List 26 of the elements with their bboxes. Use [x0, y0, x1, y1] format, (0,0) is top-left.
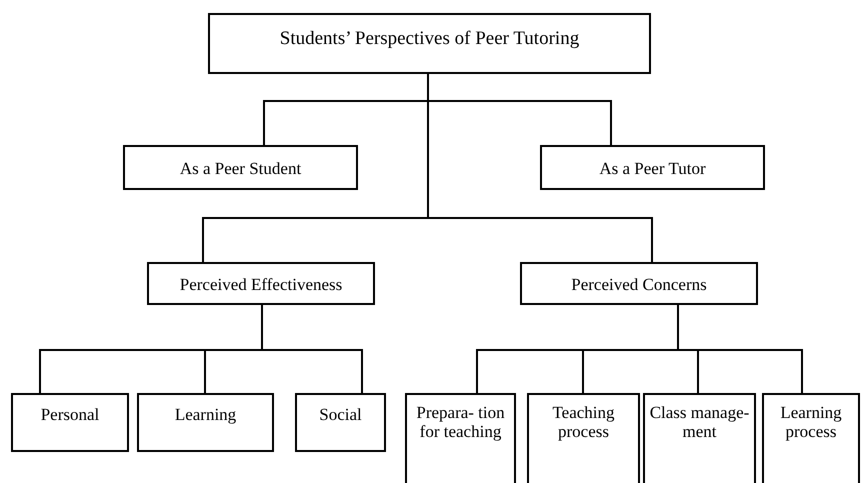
- connector-line: [677, 305, 803, 393]
- box-label: Class manage- ment: [648, 403, 750, 441]
- category-box: [147, 262, 375, 305]
- category-box: [540, 145, 765, 190]
- category-box: [295, 393, 386, 452]
- box-label: Personal: [40, 405, 100, 424]
- box-label: Perceived Effectiveness: [180, 275, 342, 294]
- category-box: [11, 393, 129, 452]
- category-box: [520, 262, 758, 305]
- category-box: [137, 393, 274, 452]
- box-label: Learning: [174, 405, 236, 424]
- category-box: [643, 393, 756, 483]
- box-label: Social: [319, 405, 362, 424]
- box-label: Perceived Concerns: [571, 275, 707, 294]
- category-box: [123, 145, 358, 190]
- box-label: As a Peer Student: [180, 159, 302, 178]
- title-box: [208, 13, 651, 74]
- box-label: Teaching process: [551, 403, 616, 441]
- category-box: [405, 393, 516, 483]
- category-box: [527, 393, 640, 483]
- connector-line: [427, 74, 653, 262]
- box-label: As a Peer Tutor: [599, 159, 706, 178]
- box-label: Prepara- tion for teaching: [415, 403, 506, 441]
- category-box: [762, 393, 860, 483]
- box-label: Learning process: [779, 403, 843, 441]
- box-label: Students’ Perspectives of Peer Tutoring: [280, 29, 580, 48]
